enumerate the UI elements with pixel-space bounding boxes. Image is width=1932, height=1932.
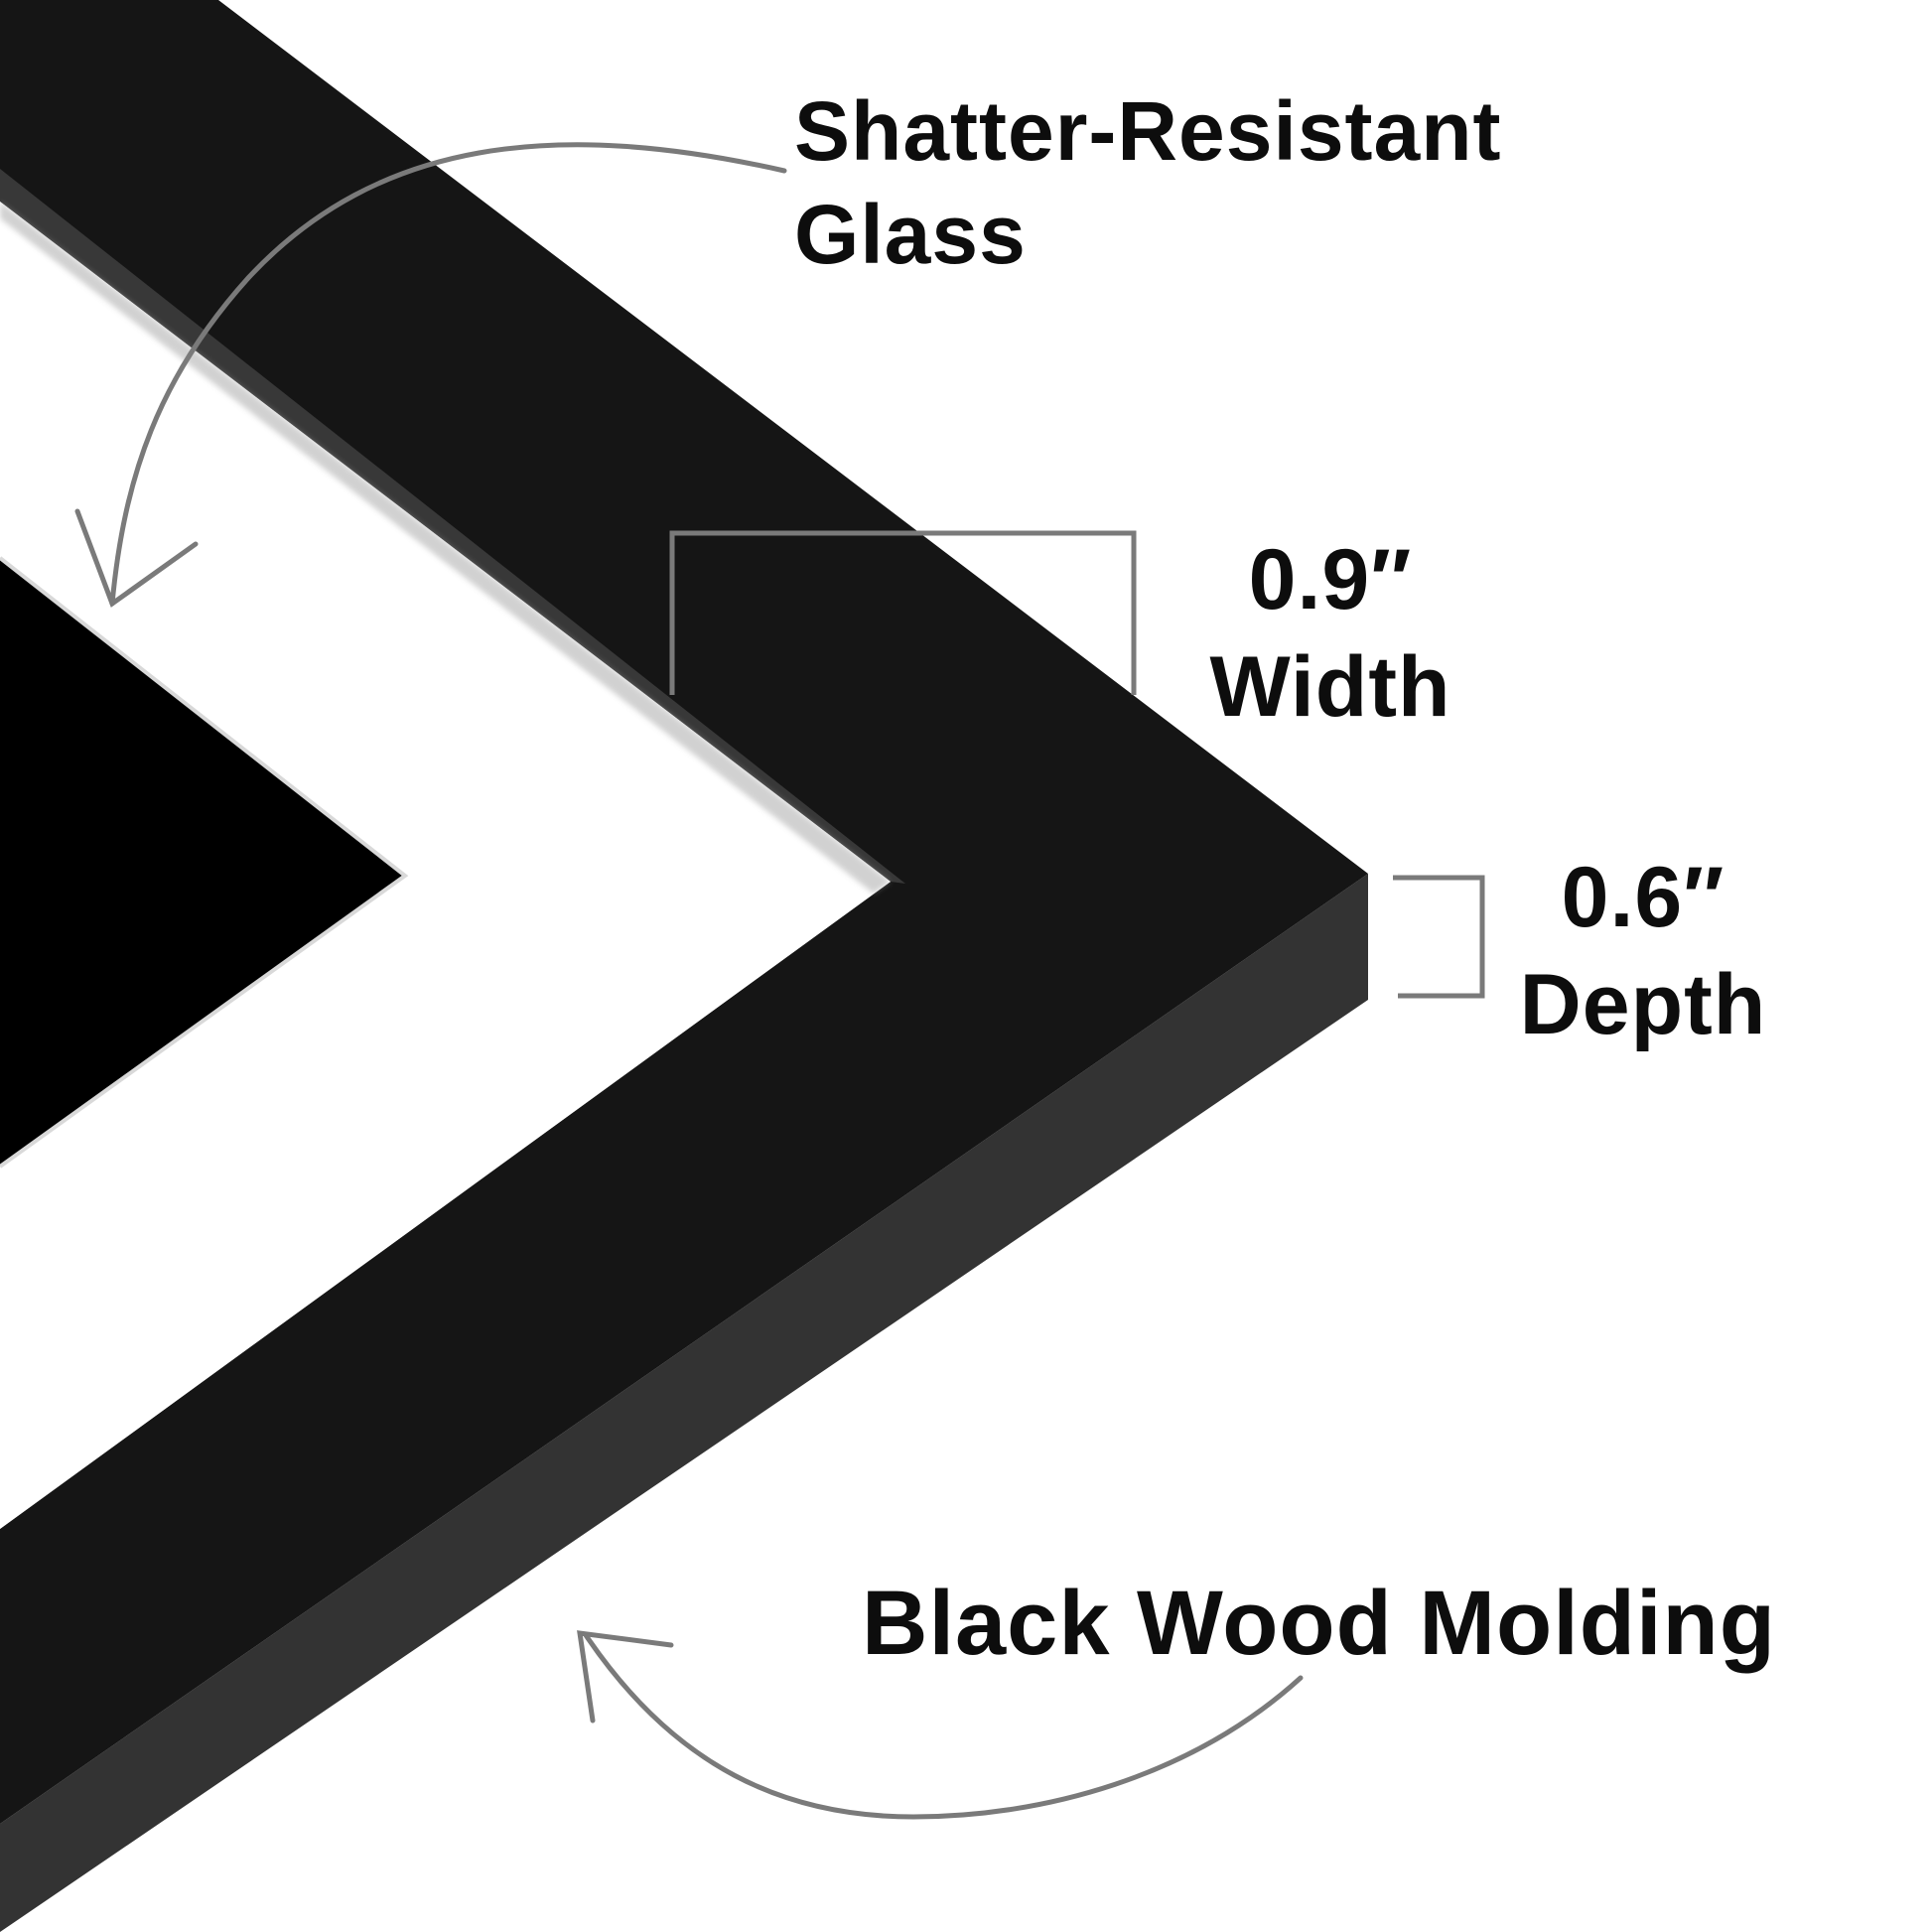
depth-text: Depth [1519, 957, 1767, 1052]
width-bracket-icon [669, 530, 1137, 695]
molding-callout-label: Black Wood Molding [862, 1569, 1776, 1678]
depth-value: 0.6″ [1561, 850, 1725, 945]
glass-curved-arrow-icon [74, 142, 787, 608]
glass-label-line2: Glass [794, 188, 1027, 281]
depth-callout-label: 0.6″ Depth [1509, 844, 1777, 1058]
width-value: 0.9″ [1248, 532, 1413, 627]
glass-label-line1: Shatter-Resistant [794, 84, 1502, 178]
mat-shadow [0, 202, 891, 894]
mat-board [0, 202, 891, 1529]
artwork [0, 558, 405, 1167]
width-callout-label: 0.9″ Width [1201, 526, 1459, 741]
artwork-bevel [0, 556, 409, 1169]
glass-edge [0, 169, 905, 884]
depth-bracket-icon [1393, 875, 1485, 999]
molding-curved-arrow-icon [577, 1630, 1304, 1820]
glass-callout-label: Shatter-Resistant Glass [794, 79, 1502, 286]
molding-text: Black Wood Molding [862, 1573, 1776, 1674]
frame-side-depth [0, 874, 1368, 1932]
width-text: Width [1209, 639, 1451, 735]
